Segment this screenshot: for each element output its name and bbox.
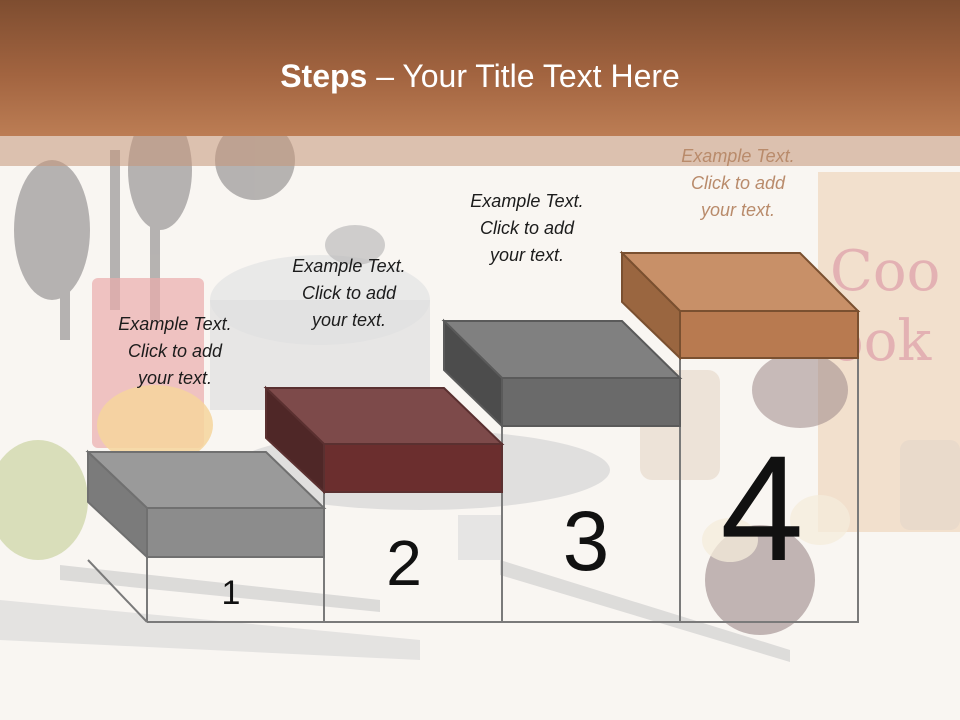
step-1-line-1: Example Text. (118, 314, 232, 334)
step-2-line-2: Click to add (301, 283, 397, 303)
step-1-block[interactable] (85, 449, 327, 560)
step-3-number: 3 (563, 494, 610, 588)
title-rest: – Your Title Text Here (367, 58, 680, 94)
title-header-band (0, 0, 960, 136)
step-2-block[interactable] (263, 385, 505, 495)
header-accent-strip (0, 136, 960, 166)
step-3-caption[interactable]: Example Text. Click to add your text. (442, 188, 612, 269)
step-3-block[interactable] (441, 318, 683, 429)
svg-text:Coo: Coo (830, 239, 940, 304)
step-1-line-2: Click to add (127, 341, 223, 361)
step-4-block[interactable] (619, 250, 861, 361)
step-4-caption[interactable]: Example Text. Click to add your text. (653, 143, 823, 224)
slide-title[interactable]: Steps – Your Title Text Here (0, 56, 960, 96)
step-2-line-1: Example Text. (292, 256, 406, 276)
step-1-number: 1 (222, 574, 241, 612)
step-3-line-1: Example Text. (470, 191, 584, 211)
step-2-line-3: your text. (311, 310, 387, 330)
title-bold: Steps (280, 58, 368, 94)
step-1-line-3: your text. (137, 368, 213, 388)
step-4-line-2: Click to add (690, 173, 786, 193)
step-4-line-1: Example Text. (681, 146, 795, 166)
step-3-line-3: your text. (489, 245, 565, 265)
step-2-number: 2 (386, 527, 422, 599)
step-4-line-3: your text. (700, 200, 776, 220)
step-3-line-2: Click to add (479, 218, 575, 238)
step-4-number: 4 (720, 424, 803, 592)
step-2-caption[interactable]: Example Text. Click to add your text. (264, 253, 434, 334)
step-1-caption[interactable]: Example Text. Click to add your text. (90, 311, 260, 392)
